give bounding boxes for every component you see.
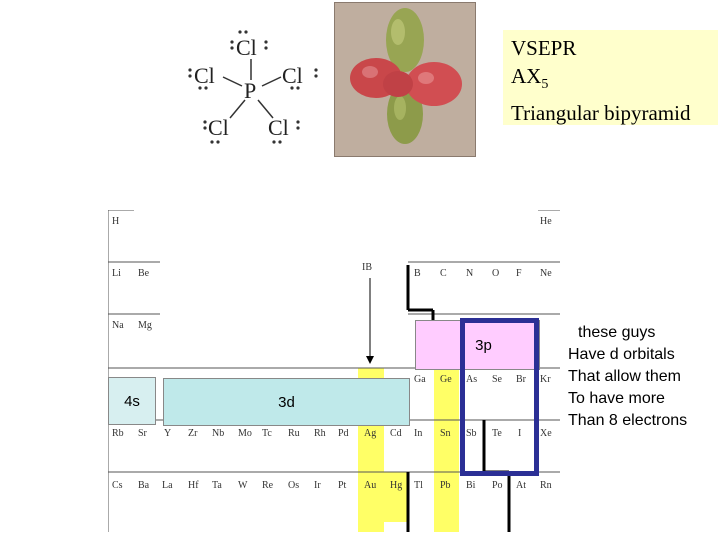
- note-line: To have more: [568, 388, 718, 410]
- element-cell: Rb: [112, 428, 124, 439]
- element-cell: B: [414, 268, 421, 279]
- atom-cl-top: Cl: [236, 35, 257, 60]
- element-cell: Re: [262, 480, 273, 491]
- element-cell: Mg: [138, 320, 152, 331]
- note-line: Than 8 electrons: [568, 410, 718, 432]
- element-cell: Ne: [540, 268, 552, 279]
- element-cell: Kr: [540, 374, 551, 385]
- orbital-model-image: [334, 2, 476, 157]
- element-cell: Pb: [440, 480, 451, 491]
- element-cell: Ru: [288, 428, 300, 439]
- element-cell: Ir: [314, 480, 321, 491]
- vsepr-geometry: Triangular bipyramid: [511, 99, 718, 127]
- element-cell: At: [516, 480, 526, 491]
- element-cell: Au: [364, 480, 376, 491]
- element-cell: O: [492, 268, 499, 279]
- note-line: That allow them: [568, 366, 718, 388]
- vsepr-formula: AX5: [511, 62, 718, 99]
- element-cell: Ga: [414, 374, 426, 385]
- vsepr-title: VSEPR: [511, 34, 718, 62]
- element-cell: Cd: [390, 428, 402, 439]
- element-cell: Po: [492, 480, 503, 491]
- element-cell: Hf: [188, 480, 199, 491]
- element-cell: Zr: [188, 428, 197, 439]
- atom-p: P: [244, 78, 256, 103]
- element-cell: Nb: [212, 428, 224, 439]
- lewis-structure: Cl Cl Cl P Cl Cl: [150, 20, 350, 160]
- note-line: Have d orbitals: [568, 344, 718, 366]
- element-cell: W: [238, 480, 247, 491]
- element-cell: In: [414, 428, 422, 439]
- element-cell: Sr: [138, 428, 147, 439]
- element-cell: Ba: [138, 480, 149, 491]
- element-cell: Tl: [414, 480, 423, 491]
- element-cell: Mo: [238, 428, 252, 439]
- element-cell: Hg: [390, 480, 402, 491]
- element-cell: Ag: [364, 428, 376, 439]
- element-cell: Ge: [440, 374, 452, 385]
- note-line: these guys: [568, 322, 718, 344]
- element-cell: Ta: [212, 480, 222, 491]
- atom-cl-left: Cl: [194, 63, 215, 88]
- element-cell: Tc: [262, 428, 272, 439]
- element-cell: Y: [164, 428, 171, 439]
- element-cell: F: [516, 268, 522, 279]
- vsepr-formula-sub: 5: [541, 77, 548, 92]
- element-cell: Sn: [440, 428, 451, 439]
- element-cell: Pt: [338, 480, 346, 491]
- 4s-block-label: 4s: [108, 377, 156, 425]
- vsepr-label-box: VSEPR AX5 Triangular bipyramid: [503, 30, 718, 125]
- element-cell: C: [440, 268, 447, 279]
- element-cell: Xe: [540, 428, 552, 439]
- element-cell: Rn: [540, 480, 552, 491]
- atom-cl-right: Cl: [282, 63, 303, 88]
- atom-cl-bottom-right: Cl: [268, 115, 289, 140]
- element-cell: Cs: [112, 480, 123, 491]
- element-cell: H: [112, 216, 119, 227]
- vsepr-formula-main: AX: [511, 64, 541, 88]
- element-cell: Rh: [314, 428, 326, 439]
- element-cell: He: [540, 216, 552, 227]
- element-cell: N: [466, 268, 473, 279]
- highlight-frame: [460, 318, 539, 476]
- element-cell: Bi: [466, 480, 475, 491]
- element-cell: Os: [288, 480, 299, 491]
- element-cell: Pd: [338, 428, 349, 439]
- element-cell: Li: [112, 268, 121, 279]
- group-label: IB: [362, 262, 372, 273]
- element-cell: La: [162, 480, 173, 491]
- expanded-octet-note: these guys Have d orbitals That allow th…: [568, 322, 718, 432]
- element-cell: Na: [112, 320, 124, 331]
- element-cell: Be: [138, 268, 149, 279]
- 3d-block-label: 3d: [163, 378, 410, 426]
- atom-cl-bottom-left: Cl: [208, 115, 229, 140]
